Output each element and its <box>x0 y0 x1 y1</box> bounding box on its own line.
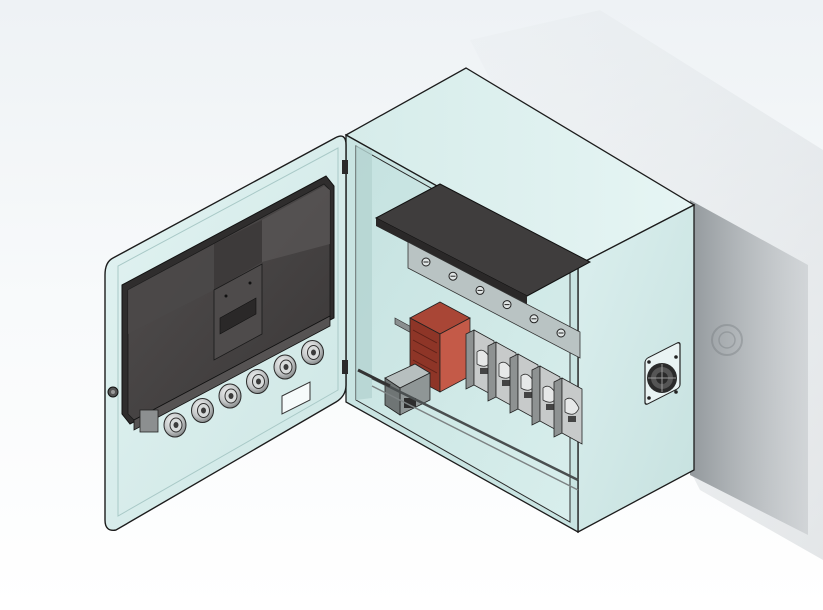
display-connector-strip <box>133 315 331 431</box>
top-mounting-plate-edge <box>376 218 527 304</box>
door-label-plate <box>281 381 311 415</box>
hinge-pin <box>357 368 391 388</box>
hmi-display-housing <box>121 175 335 425</box>
terminal-strip <box>407 241 581 359</box>
top-hinge <box>342 160 348 174</box>
vent-fan-icon <box>644 342 681 405</box>
interior-left-wall <box>356 146 372 400</box>
shadow-fan-ghost <box>711 324 743 356</box>
cable-gland <box>301 340 324 365</box>
cable-gland <box>163 412 187 438</box>
door-cable-glands <box>163 340 324 438</box>
din-breaker <box>553 377 583 445</box>
lower-rail-1 <box>371 376 579 482</box>
enclosure-cast-shadow <box>690 200 808 535</box>
cable-gland <box>273 354 297 380</box>
top-terminals <box>421 257 566 338</box>
cable-gland <box>218 383 242 409</box>
door-latch-icon <box>107 386 119 398</box>
door-inner-lip <box>117 147 339 517</box>
lower-rail-2 <box>371 385 579 491</box>
din-breakers <box>465 329 583 445</box>
cable-gland <box>246 369 269 394</box>
display-connector-block <box>139 409 159 433</box>
cable-gland <box>191 398 214 423</box>
bottom-hinge <box>342 360 348 374</box>
